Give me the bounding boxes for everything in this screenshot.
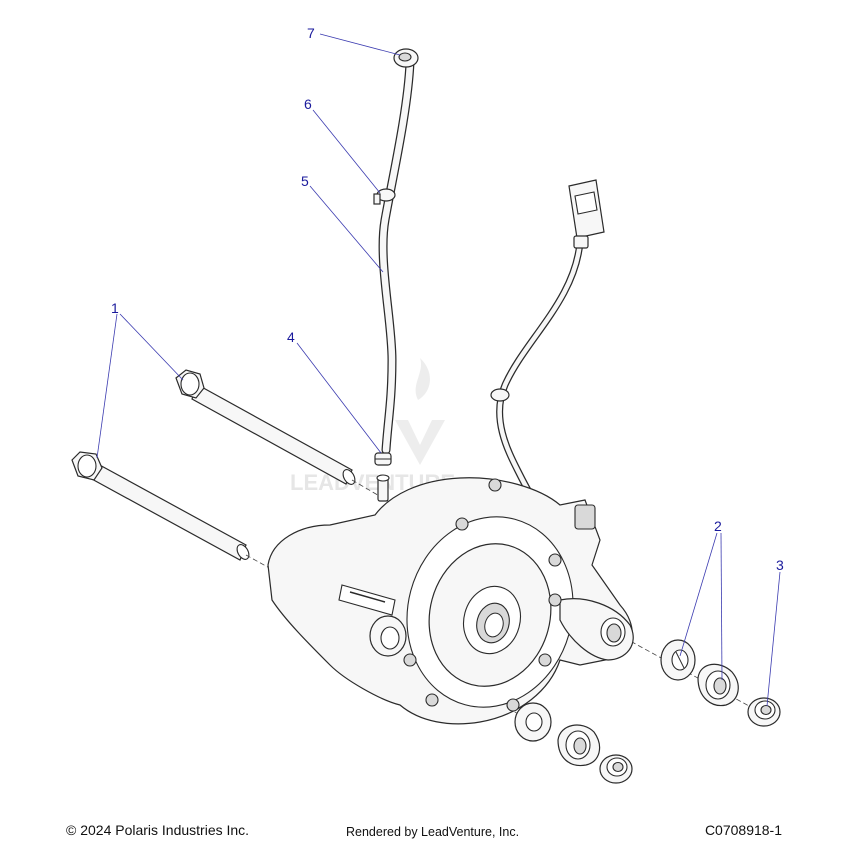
flange-nut-left[interactable] (599, 754, 633, 784)
vent-fitting[interactable] (393, 48, 419, 68)
gearcase-housing[interactable] (267, 477, 634, 726)
callout-3: 3 (776, 557, 784, 573)
leader-lines (96, 33, 781, 707)
leadventure-watermark: LEADVENTURE (290, 358, 455, 495)
bushing-left[interactable] (557, 724, 601, 767)
alignment-line (351, 479, 401, 509)
callout-4: 4 (287, 329, 295, 345)
drawing-id: C0708918-1 (704, 822, 782, 838)
bolt-upper[interactable] (175, 369, 357, 486)
bolt-lower[interactable] (71, 451, 251, 561)
vent-hose[interactable] (378, 57, 415, 455)
callout-5: 5 (301, 173, 309, 189)
callout-2: 2 (714, 518, 722, 534)
rendered-by-text: Rendered by LeadVenture, Inc. (346, 825, 520, 839)
callout-1: 1 (111, 300, 119, 316)
hose-clip[interactable] (373, 188, 396, 205)
flange-nut-right[interactable] (747, 697, 781, 727)
alignment-line (609, 629, 761, 713)
callout-labels: 1 2 3 4 5 6 7 (111, 25, 784, 573)
callout-7: 7 (307, 25, 315, 41)
bushing-right[interactable] (697, 663, 739, 707)
vent-nipple (376, 474, 390, 502)
callout-6: 6 (304, 96, 312, 112)
bushing-split-right[interactable] (660, 639, 696, 681)
hose-clamp[interactable] (374, 452, 392, 466)
bushing-split-left[interactable] (514, 702, 552, 742)
copyright-text: © 2024 Polaris Industries Inc. (66, 822, 250, 838)
